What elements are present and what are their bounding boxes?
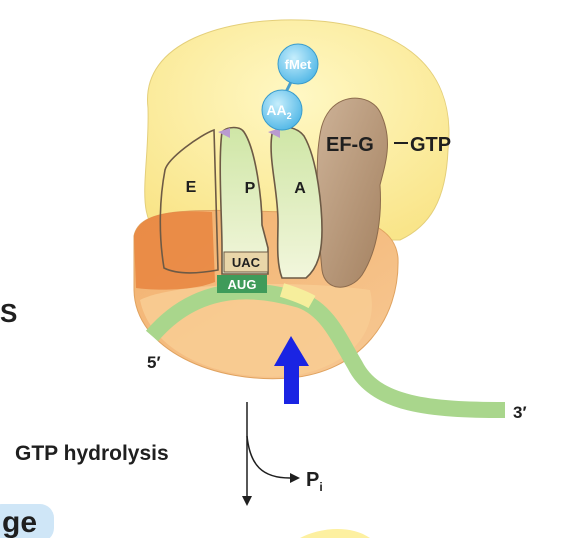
mrna-a-site-codon — [279, 283, 316, 309]
gtp-label: GTP — [410, 134, 451, 156]
three-prime-label: 3′ — [513, 403, 527, 422]
aa2-label: AA2 — [266, 102, 291, 121]
ef-g-protein — [316, 97, 388, 288]
left-fragment-label: S — [0, 298, 17, 328]
p-site-trna — [219, 126, 269, 275]
efg-label: EF-G — [326, 134, 374, 156]
p-site-label: P — [245, 180, 256, 197]
pi-main: P — [306, 469, 319, 491]
a-site-trna-3prime-end — [268, 128, 280, 138]
gtp-hydrolysis-label: GTP hydrolysis — [15, 442, 169, 465]
aa2-main: AA — [266, 102, 286, 118]
phosphate-release-curve — [246, 435, 291, 479]
mrna-strand — [145, 283, 506, 418]
p-site-trna-3prime-end — [218, 128, 230, 138]
reaction-arrow-head — [242, 496, 252, 506]
fmet-label: fMet — [285, 57, 312, 72]
aa2-residue — [261, 89, 303, 131]
a-site-trna — [270, 126, 323, 279]
anticodon-label: UAC — [232, 255, 261, 270]
a-site-label: A — [294, 180, 306, 197]
movement-arrow-icon — [274, 336, 309, 404]
small-subunit-shadow — [134, 211, 215, 290]
bottom-left-fragment-label: ge — [2, 506, 37, 538]
codon-label: AUG — [228, 277, 257, 292]
phosphate-release-head — [290, 473, 300, 483]
e-site-label: E — [186, 179, 197, 196]
anticodon-box — [223, 251, 269, 273]
next-panel-large-subunit — [300, 528, 370, 538]
aa2-sub: 2 — [287, 111, 292, 121]
pi-sub: i — [319, 480, 322, 494]
bottom-left-badge — [0, 504, 54, 538]
e-site-outline — [159, 128, 219, 274]
pi-label: Pi — [306, 469, 323, 494]
codon-box — [217, 275, 267, 293]
five-prime-label: 5′ — [147, 353, 161, 372]
fmet-residue — [277, 43, 319, 85]
